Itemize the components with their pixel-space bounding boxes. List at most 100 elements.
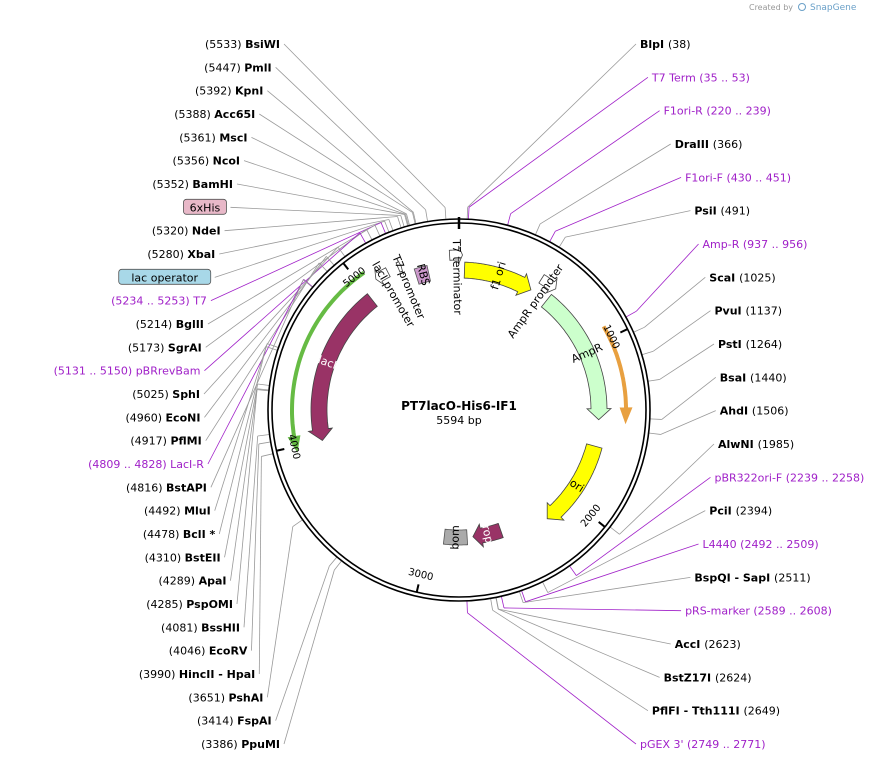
site-name: PshAI (229, 691, 264, 704)
feature-rbs (413, 264, 431, 285)
site-label-bsteii: (4310) BstEII (145, 551, 221, 564)
site-name: AccI (675, 638, 704, 651)
site-leader (609, 526, 620, 535)
site-position: (5361) (179, 131, 219, 144)
site-label-ecorv: (4046) EcoRV (169, 645, 248, 658)
site-name: MscI (219, 131, 247, 144)
site-name: AlwNI (718, 438, 758, 451)
site-label-amp-r: Amp-R (937 .. 956) (703, 238, 808, 251)
site-leader (326, 256, 335, 266)
site-leader (468, 77, 649, 208)
feature-label-laci: lacI (316, 353, 338, 372)
site-leader (214, 343, 268, 511)
site-leader (267, 343, 279, 348)
site-leader (644, 277, 706, 328)
site-leader (444, 207, 447, 220)
site-name: NcoI (213, 155, 240, 168)
site-label-draiii: DraIII (366) (675, 138, 743, 151)
site-label-prs-marker: pRS-marker (2589 .. 2608) (685, 605, 832, 618)
site-label-kpni: (5392) KpnI (195, 85, 263, 98)
site-position: (491) (721, 205, 751, 218)
site-leader (534, 223, 541, 236)
site-position: (4285) (146, 598, 186, 611)
site-position: (4809 .. 4828) (88, 458, 170, 471)
site-name: ApaI (199, 575, 227, 588)
site-name: PflMI (170, 435, 201, 448)
site-label-hincii-hpai: (3990) HincII - HpaI (139, 668, 255, 681)
site-label-t7-term: T7 Term (35 .. 53) (651, 71, 750, 84)
site-name: F1ori-R (664, 105, 707, 118)
site-position: (4310) (145, 551, 185, 564)
site-label-bspqi-sapi: BspQI - SapI (2511) (694, 571, 810, 584)
site-leader (333, 560, 342, 571)
site-label-bstapi: (4816) BstAPI (126, 481, 207, 494)
site-position: (366) (713, 138, 743, 151)
site-leader (318, 262, 328, 272)
site-leader (388, 219, 394, 231)
site-leaders (203, 43, 717, 745)
site-label-pbr322ori-f: pBR322ori-F (2239 .. 2258) (714, 471, 864, 484)
site-leader (230, 388, 258, 581)
site-label-alwni: AlwNI (1985) (718, 438, 794, 451)
site-label-bsshii: (4081) BssHII (161, 621, 240, 634)
site-leader (641, 350, 654, 356)
site-position: (2623) (704, 638, 741, 651)
site-position: (4816) (126, 481, 166, 494)
site-position: (2239 .. 2258) (786, 471, 865, 484)
site-label-fspai: (3414) FspAI (197, 715, 272, 728)
site-leader (525, 543, 699, 603)
site-leader (406, 213, 410, 226)
site-name: PstI (718, 338, 746, 351)
site-leader (660, 410, 716, 435)
feature-ampr-promoter (538, 274, 558, 294)
site-leader (219, 219, 389, 255)
backbone (267, 217, 651, 602)
site-leader (230, 206, 401, 216)
site-leader (549, 231, 556, 243)
site-leader (380, 222, 387, 234)
site-label-sgrai: (5173) SgrAI (128, 341, 202, 354)
site-name: BlpI (640, 38, 668, 51)
site-leader (503, 607, 682, 612)
site-position: (5392) (195, 85, 235, 98)
site-leader (283, 570, 335, 745)
site-leader (266, 346, 278, 351)
site-leader (510, 110, 660, 215)
site-leader (207, 279, 304, 465)
site-leader (633, 326, 645, 333)
site-leader (275, 566, 330, 721)
site-leader (251, 443, 260, 651)
site-name: PpuMI (241, 738, 280, 751)
site-position: (1440) (750, 371, 787, 384)
site-leader (374, 225, 381, 237)
site-label-bcli: (4478) BclI * (143, 528, 216, 541)
site-position: (5533) (205, 38, 245, 51)
site-position: (5356) (173, 155, 213, 168)
plasmid-size: 5594 bp (436, 414, 481, 427)
site-leader (224, 216, 398, 232)
site-leader (636, 243, 699, 312)
site-leader (500, 596, 505, 609)
site-label-pcii: PciI (2394) (709, 505, 772, 518)
site-position: (5388) (174, 108, 214, 121)
site-leader (495, 597, 499, 610)
site-position: (5320) (152, 225, 192, 238)
site-name: L4440 (703, 538, 741, 551)
site-position: (2394) (736, 505, 773, 518)
site-position: (4917) (130, 435, 170, 448)
site-position: (3990) (139, 668, 179, 681)
site-position: (3386) (201, 738, 241, 751)
site-leader (649, 418, 662, 420)
site-position: (5131 .. 5150) (54, 365, 136, 378)
site-position: (1025) (739, 271, 776, 284)
site-name: EcoRV (209, 645, 248, 658)
site-position: (1985) (758, 438, 795, 451)
site-leader (507, 213, 512, 226)
site-leader (258, 456, 262, 675)
site-leader (619, 443, 715, 535)
site-leader (661, 377, 717, 420)
tick-label: 5000 (341, 265, 368, 289)
site-name: SgrAI (168, 341, 202, 354)
site-leader (329, 556, 338, 567)
